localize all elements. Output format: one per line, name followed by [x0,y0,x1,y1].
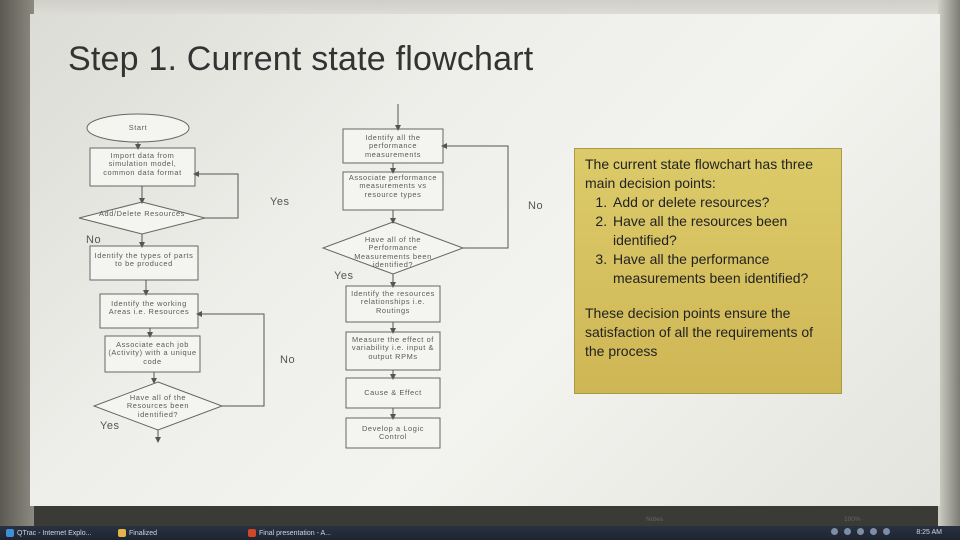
taskbar-clock[interactable]: 8:25 AM [916,529,942,536]
logic-control-label: Develop a Logic Control [361,424,424,442]
powerpoint-icon [248,529,256,537]
note-intro: The current state flowchart has three ma… [585,156,813,191]
add-delete-label: Add/Delete Resources [99,209,185,218]
flowchart-diagram [78,104,509,449]
all-resources-label: Have all of the Resources been identifie… [126,393,190,419]
start-label: Start [128,123,148,132]
internet-explorer-icon [6,529,14,537]
import-box [89,147,196,187]
logic-control-box [345,417,441,449]
measure-variability-label: Measure the effect of variability i.e. i… [351,335,435,361]
taskbar-item-label: Final presentation - A... [259,529,331,537]
taskbar-item-label: QTrac - Internet Explo... [17,529,92,537]
no-label-resources: No [280,354,296,366]
no-label-add-delete: No [86,234,102,246]
yes-label-measures: Yes [334,270,354,282]
tray-icon[interactable] [831,528,838,535]
tray-icon[interactable] [883,528,890,535]
decision-point-item: Have all the resources been identified? [611,212,833,250]
measure-variability-box [345,331,441,371]
tray-icon[interactable] [844,528,851,535]
cause-effect-box [345,377,441,409]
identify-types-box [89,245,199,281]
zoom-level[interactable]: 100% [844,516,861,523]
status-bar: Notes 100% [560,516,940,526]
taskbar-item-ie[interactable]: QTrac - Internet Explo... [6,529,91,537]
decision-point-item: Add or delete resources? [611,193,833,212]
identify-relationships-label: Identify the resources relationships i.e… [351,289,435,315]
notes-button[interactable]: Notes [646,516,663,523]
identify-areas-box [99,293,199,329]
monitor-bezel-left [0,0,34,540]
tray-icon[interactable] [857,528,864,535]
taskbar-item-folder[interactable]: Finalized [118,529,157,537]
decision-points-list: Add or delete resources? Have all the re… [585,193,833,288]
associate-job-box [104,335,201,373]
note-outro: These decision points ensure the satisfa… [585,305,814,359]
tray-icon[interactable] [870,528,877,535]
identify-measures-box [342,128,444,164]
yes-label-resources: Yes [100,420,120,432]
identify-types-label: Identify the types of parts to be produc… [94,251,194,269]
associate-job-label: Associate each job (Activity) with a uni… [108,340,197,366]
system-tray [831,528,890,535]
no-label-measures: No [528,200,544,212]
decision-point-item: Have all the performance measurements be… [611,250,833,288]
cause-effect-label: Cause & Effect [364,388,422,397]
slide: Step 1. Current state flowchart [30,14,940,506]
monitor-bezel-right [938,0,960,540]
associate-measures-label: Associate performance measurements vs re… [348,173,438,199]
identify-measures-label: Identify all the performance measurement… [364,133,422,159]
all-measures-label: Have all of the Performance Measurements… [354,235,432,270]
import-label: Import data from simulation model, commo… [103,151,182,177]
folder-icon [118,529,126,537]
slide-title: Step 1. Current state flowchart [68,40,534,78]
associate-measures-box [342,171,444,211]
decision-points-note: The current state flowchart has three ma… [574,148,842,394]
identify-areas-label: Identify the working Areas i.e. Resource… [108,299,190,317]
taskbar-item-label: Finalized [129,529,158,537]
yes-label-add-delete: Yes [270,196,290,208]
taskbar-item-powerpoint[interactable]: Final presentation - A... [248,529,331,537]
taskbar: QTrac - Internet Explo... Finalized Fina… [0,526,960,540]
